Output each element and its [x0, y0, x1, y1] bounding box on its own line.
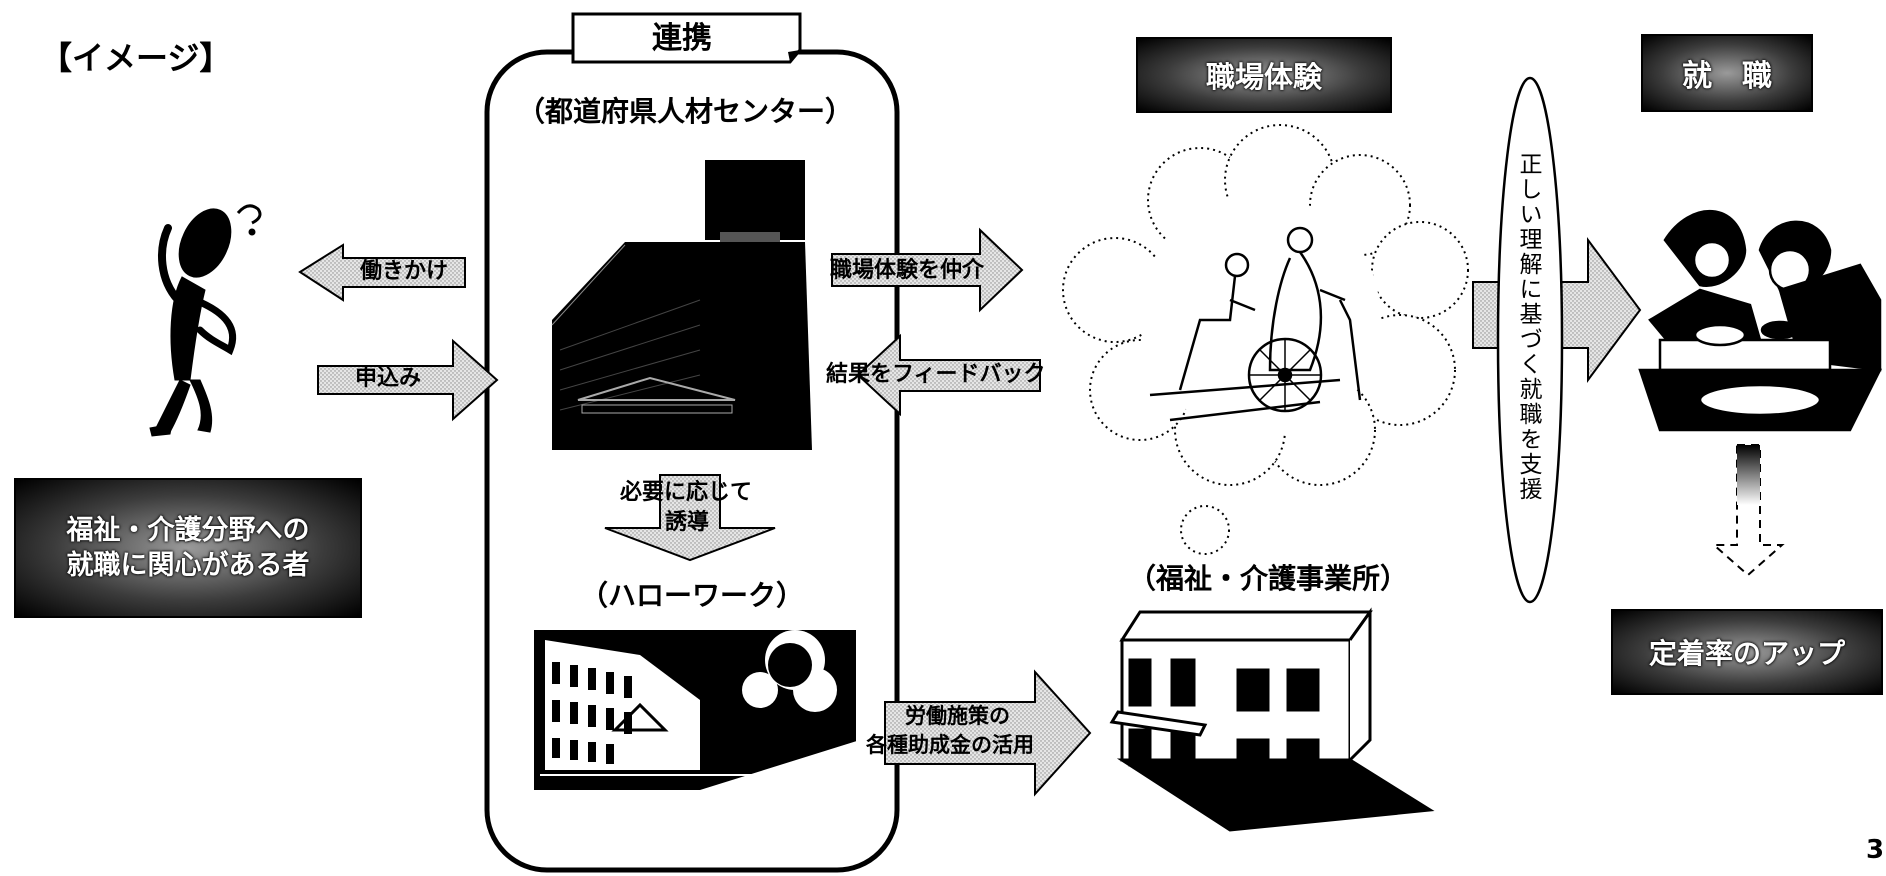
employment-header: 就 職	[1641, 34, 1813, 112]
confused-person-icon	[149, 204, 262, 437]
prefecture-center-label: （都道府県人材センター）	[517, 95, 854, 128]
feedback-arrow	[856, 333, 1041, 417]
apply-arrow	[317, 338, 499, 422]
approach-arrow-label: 働きかけ	[360, 259, 449, 284]
office-building-icon	[551, 160, 812, 450]
feedback-arrow-label: 結果をフィードバック	[826, 362, 1046, 387]
subsidy-arrow	[884, 669, 1092, 797]
mediate-arrow	[831, 227, 1024, 313]
mediate-arrow-label: 職場体験を仲介	[830, 258, 985, 283]
apply-arrow-label: 申込み	[355, 366, 422, 391]
care-facility-building-icon	[1109, 607, 1435, 832]
target-person-label: 福祉・介護分野への 就職に関心がある者	[14, 478, 362, 618]
retention-label: 定着率のアップ	[1611, 609, 1883, 695]
image-label: 【イメージ】	[40, 39, 232, 77]
caregiver-meal-icon	[1638, 209, 1883, 432]
guide-arrow-label-line2: 誘導	[665, 510, 710, 535]
guide-arrow	[604, 474, 776, 562]
approach-arrow	[298, 243, 466, 302]
wheelchair-caregiver-icon	[1149, 226, 1362, 422]
workplace-experience-header: 職場体験	[1136, 37, 1392, 113]
page-number: 3	[1866, 835, 1885, 865]
welfare-office-label: （福祉・介護事業所）	[1128, 562, 1409, 595]
public-building-icon	[534, 630, 860, 790]
subsidy-arrow-label-line2: 各種助成金の活用	[866, 733, 1034, 757]
guide-arrow-label-line1: 必要に応じて	[620, 480, 753, 505]
coop-tab-label: 連携	[652, 21, 712, 56]
subsidy-arrow-label-line1: 労働施策の	[905, 704, 1010, 728]
support-oval-text: 正しい理解に基づく就職を支援	[1515, 152, 1541, 502]
retention-arrow	[1711, 444, 1785, 577]
support-oval-shape	[1496, 76, 1564, 604]
hello-work-label: （ハローワーク）	[580, 579, 805, 612]
